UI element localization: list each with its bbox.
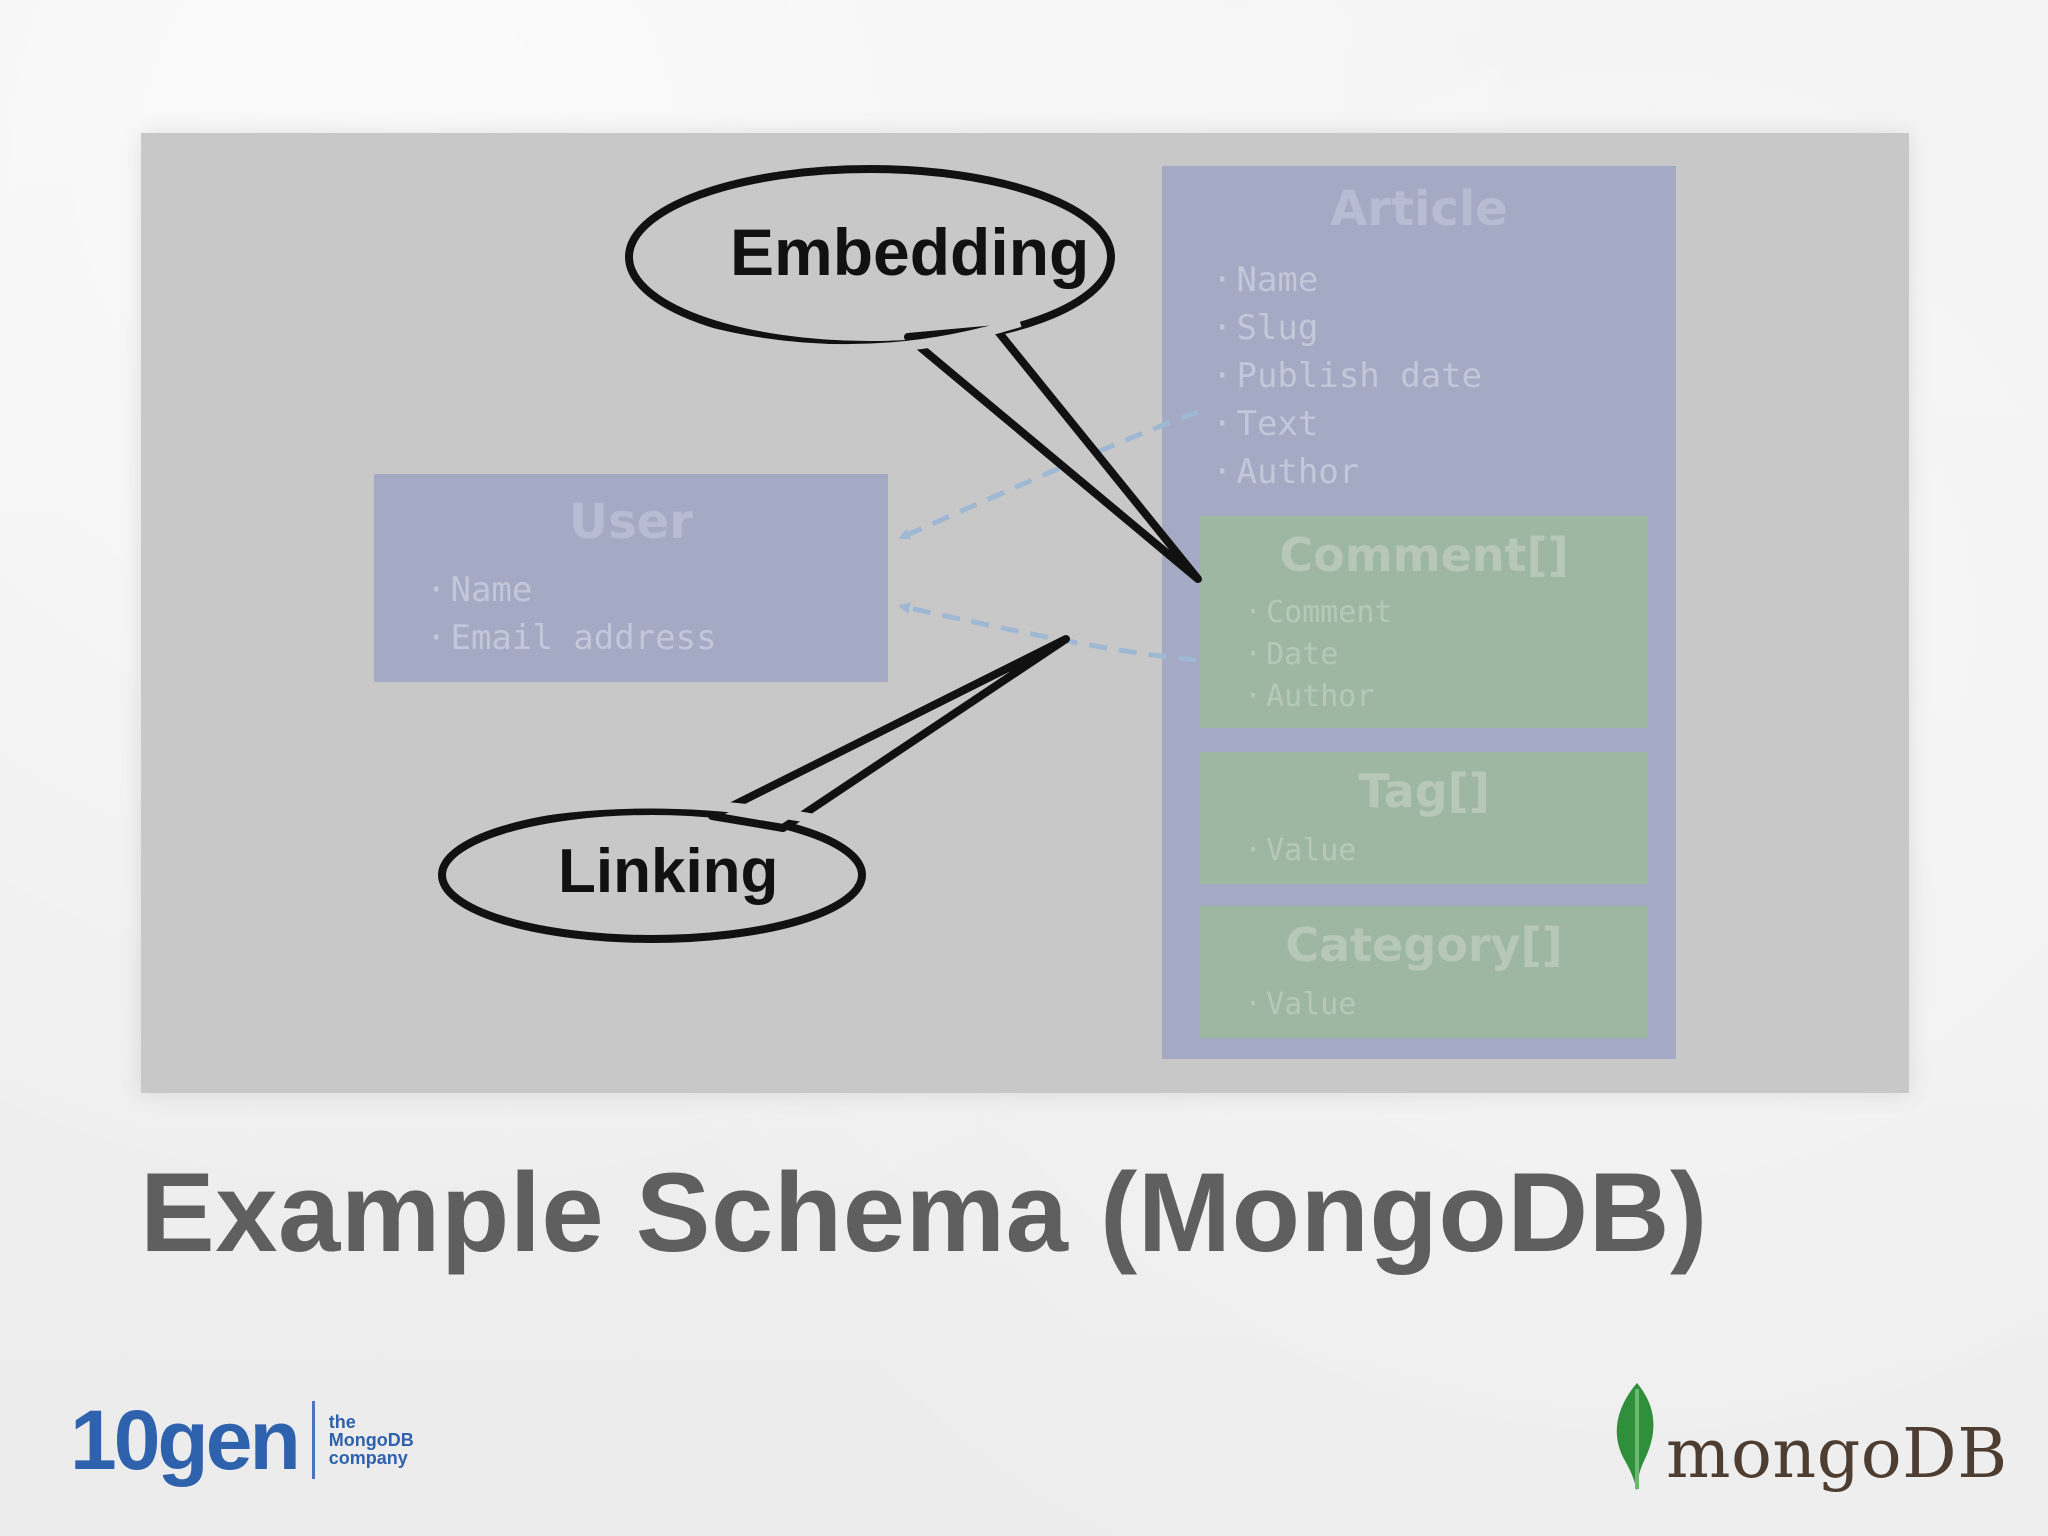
tag-title: Tag[]: [1358, 764, 1490, 818]
comment-fields: Comment Date Author: [1244, 592, 1393, 718]
article-field-publish-date: Publish date: [1212, 352, 1482, 400]
article-field-text: Text: [1212, 400, 1482, 448]
10gen-tagline-line-2: MongoDB: [328, 1430, 414, 1450]
category-fields: Value: [1244, 984, 1356, 1026]
comment-field-author: Author: [1244, 676, 1393, 718]
10gen-tagline: the MongoDB company: [329, 1413, 414, 1467]
tag-field-value: Value: [1244, 830, 1356, 872]
category-entity: Category[] Value: [1200, 906, 1648, 1038]
linking-label: Linking: [558, 837, 779, 906]
10gen-tagline-line-3: company: [328, 1448, 408, 1468]
mongodb-wordmark: mongoDB: [1666, 1415, 2008, 1494]
mongodb-leaf-icon: [1616, 1383, 1654, 1491]
10gen-divider: [311, 1401, 315, 1479]
10gen-tagline-line-1: the: [328, 1412, 356, 1432]
embedding-label: Embedding: [730, 215, 1090, 289]
10gen-wordmark: 10gen: [70, 1392, 301, 1487]
user-field-name: Name: [426, 566, 717, 614]
comment-entity: Comment[] Comment Date Author: [1200, 516, 1648, 728]
article-field-author: Author: [1212, 448, 1482, 496]
logo-mongodb: mongoDB: [1602, 1375, 2007, 1515]
article-field-name: Name: [1212, 256, 1482, 304]
category-field-value: Value: [1244, 984, 1356, 1026]
article-title: Article: [1330, 181, 1508, 237]
user-field-email: Email address: [426, 614, 716, 662]
comment-field-date: Date: [1244, 634, 1393, 676]
article-field-slug: Slug: [1212, 304, 1482, 352]
comment-field-comment: Comment: [1244, 592, 1392, 634]
tag-entity: Tag[] Value: [1200, 752, 1648, 884]
tag-fields: Value: [1244, 830, 1356, 872]
user-entity: User Name Email address: [374, 474, 888, 682]
logo-10gen: 10gen the MongoDB company: [70, 1385, 414, 1495]
user-fields: Name Email address: [426, 566, 717, 662]
comment-title: Comment[]: [1279, 528, 1569, 582]
article-fields: Name Slug Publish date Text Author: [1212, 256, 1482, 496]
category-title: Category[]: [1285, 918, 1563, 972]
slide-title: Example Schema (MongoDB): [140, 1150, 1708, 1275]
user-title: User: [569, 494, 693, 550]
